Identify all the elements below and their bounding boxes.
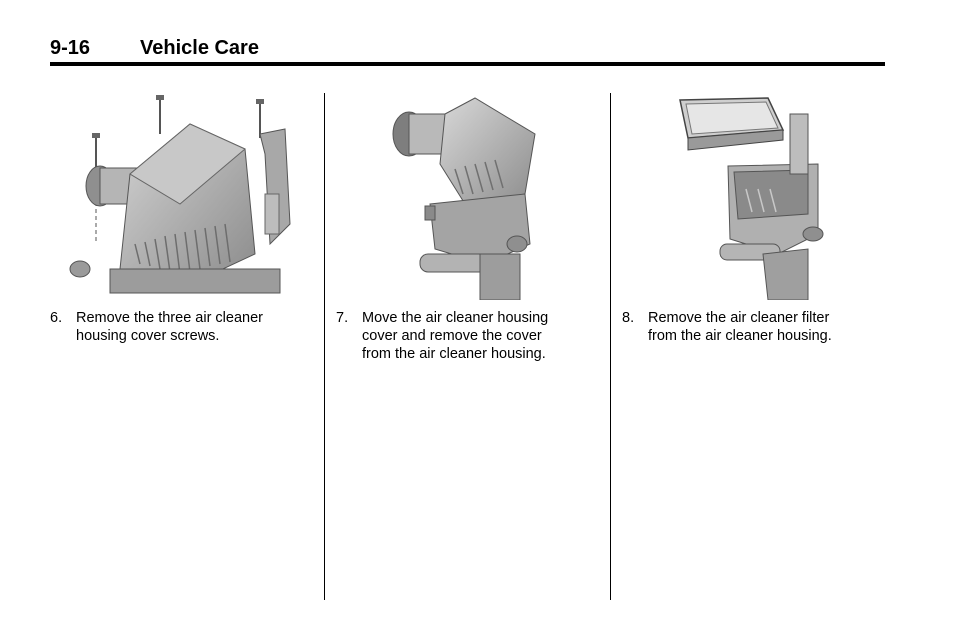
air-cleaner-screws-illustration bbox=[69, 95, 291, 294]
air-cleaner-cover-illustration bbox=[392, 97, 536, 300]
step-7: 7. Move the air cleaner housing cover an… bbox=[336, 309, 596, 369]
air-cleaner-filter-illustration bbox=[679, 97, 824, 300]
step-number: 7. bbox=[336, 310, 349, 326]
column-divider-1 bbox=[324, 93, 325, 600]
column-divider-2 bbox=[610, 93, 611, 600]
step-number: 6. bbox=[50, 310, 63, 326]
section-title: Vehicle Care bbox=[140, 37, 259, 59]
step-text: Remove the air cleaner filter from the a… bbox=[648, 310, 832, 344]
step-8: 8. Remove the air cleaner filter from th… bbox=[622, 309, 882, 369]
page-number: 9-16 bbox=[50, 37, 91, 59]
header-rule bbox=[50, 62, 885, 66]
step-text: Remove the three air cleaner housing cov… bbox=[76, 310, 263, 344]
step-text: Move the air cleaner housing cover and r… bbox=[362, 310, 549, 362]
step-6: 6. Remove the three air cleaner housing … bbox=[50, 309, 310, 369]
step-number: 8. bbox=[622, 310, 635, 326]
page-header: 9-16 Vehicle Care bbox=[50, 37, 884, 63]
